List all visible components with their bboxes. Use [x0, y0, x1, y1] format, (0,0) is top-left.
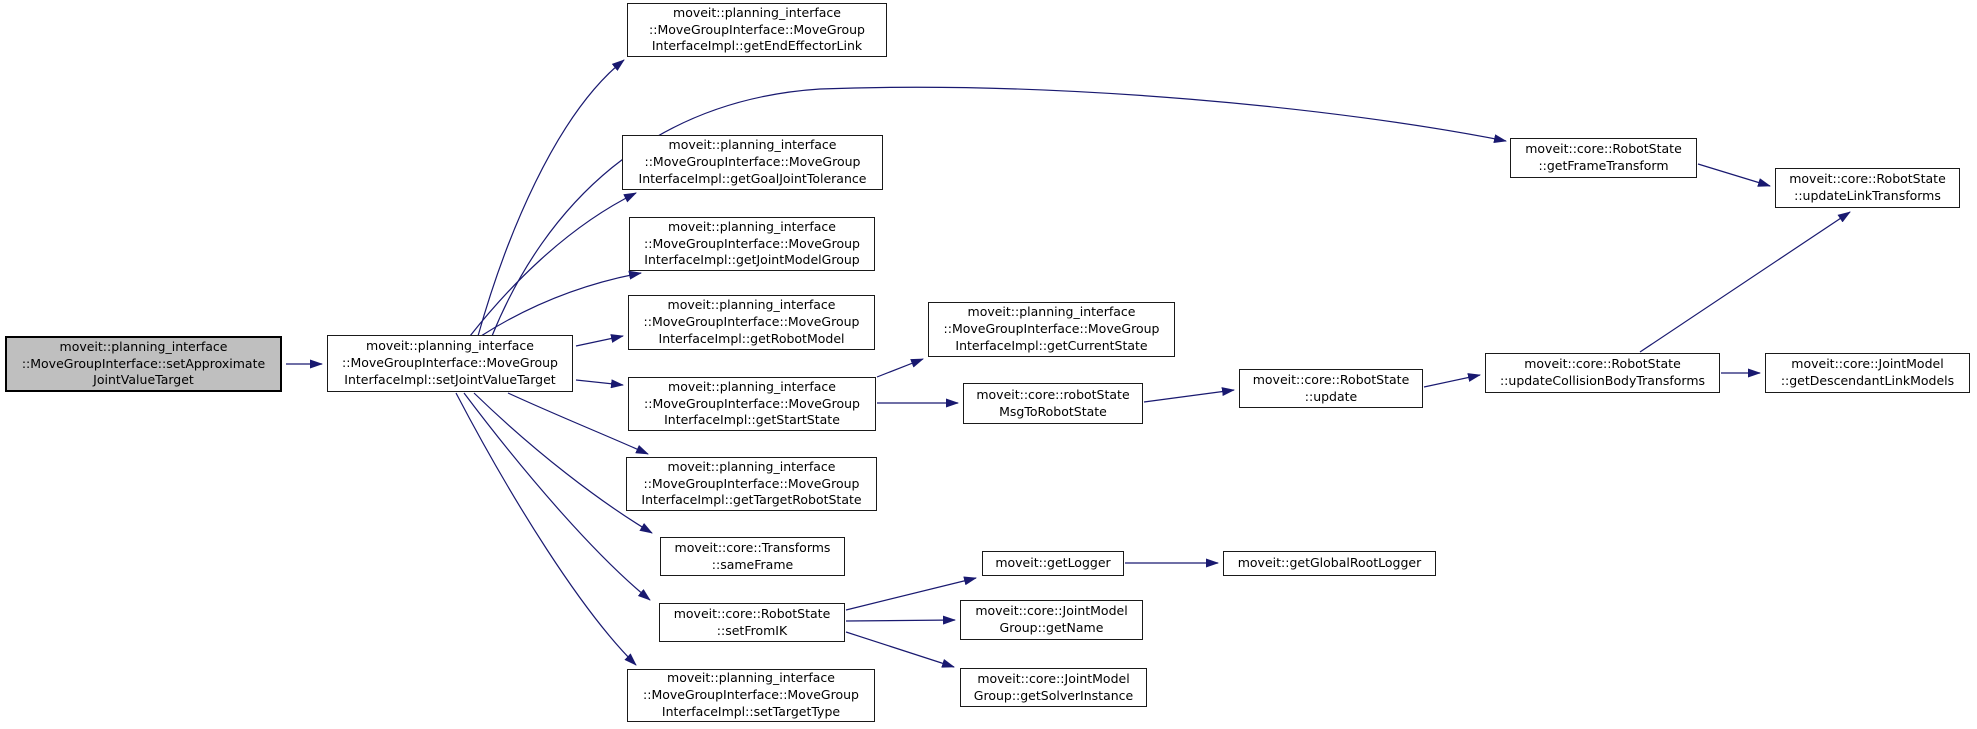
- edge-update-collision-body-transforms--update-link-transforms: [1639, 211, 1851, 353]
- edge-robot-state-update--update-collision-body-transforms: [1423, 373, 1481, 388]
- graph-node-set-approximate-joint-value-target: moveit::planning_interface ::MoveGroupIn…: [5, 336, 282, 392]
- node-label-set-approximate-joint-value-target: moveit::planning_interface ::MoveGroupIn…: [21, 338, 266, 388]
- edge-set-from-ik--joint-model-group-get-name: [845, 615, 956, 625]
- edge-robot-state-msg-to-robot-state--robot-state-update: [1143, 387, 1235, 403]
- node-label-get-descendant-link-models: moveit::core::JointModel ::getDescendant…: [1780, 356, 1955, 388]
- node-label-get-joint-model-group: moveit::planning_interface ::MoveGroupIn…: [644, 218, 860, 268]
- graph-node-robot-state-msg-to-robot-state[interactable]: moveit::core::robotState MsgToRobotState: [963, 383, 1143, 424]
- edge-set-joint-value-target--get-goal-joint-tolerance: [469, 192, 637, 337]
- graph-node-set-target-type[interactable]: moveit::planning_interface ::MoveGroupIn…: [627, 669, 875, 722]
- node-label-get-goal-joint-tolerance: moveit::planning_interface ::MoveGroupIn…: [638, 137, 867, 186]
- node-label-joint-model-group-get-name: moveit::core::JointModel Group::getName: [975, 603, 1128, 635]
- node-label-get-solver-instance: moveit::core::JointModel Group::getSolve…: [973, 670, 1134, 703]
- graph-node-joint-model-group-get-name[interactable]: moveit::core::JointModel Group::getName: [960, 600, 1143, 640]
- node-label-get-target-robot-state: moveit::planning_interface ::MoveGroupIn…: [641, 458, 862, 508]
- graph-node-get-descendant-link-models[interactable]: moveit::core::JointModel ::getDescendant…: [1765, 353, 1970, 393]
- edge-get-frame-transform--update-link-transforms: [1697, 163, 1771, 187]
- graph-node-get-target-robot-state[interactable]: moveit::planning_interface ::MoveGroupIn…: [626, 457, 877, 511]
- node-label-get-logger: moveit::getLogger: [995, 555, 1111, 571]
- node-label-robot-state-msg-to-robot-state: moveit::core::robotState MsgToRobotState: [976, 386, 1130, 419]
- graph-node-same-frame[interactable]: moveit::core::Transforms ::sameFrame: [660, 537, 845, 576]
- graph-node-get-goal-joint-tolerance[interactable]: moveit::planning_interface ::MoveGroupIn…: [622, 135, 883, 190]
- edge-set-joint-value-target--get-start-state: [575, 379, 624, 389]
- edge-set-from-ik--get-solver-instance: [845, 631, 955, 668]
- graph-node-update-collision-body-transforms[interactable]: moveit::core::RobotState ::updateCollisi…: [1485, 353, 1720, 393]
- graph-node-get-solver-instance[interactable]: moveit::core::JointModel Group::getSolve…: [960, 668, 1147, 707]
- node-label-set-joint-value-target: moveit::planning_interface ::MoveGroupIn…: [342, 338, 558, 387]
- node-label-get-end-effector-link: moveit::planning_interface ::MoveGroupIn…: [649, 4, 865, 54]
- graph-node-get-current-state[interactable]: moveit::planning_interface ::MoveGroupIn…: [928, 302, 1175, 357]
- node-label-get-global-root-logger: moveit::getGlobalRootLogger: [1237, 555, 1422, 571]
- node-label-get-current-state: moveit::planning_interface ::MoveGroupIn…: [943, 304, 1160, 353]
- graph-node-set-from-ik[interactable]: moveit::core::RobotState ::setFromIK: [659, 603, 845, 642]
- graph-node-update-link-transforms[interactable]: moveit::core::RobotState ::updateLinkTra…: [1775, 168, 1960, 208]
- node-label-get-start-state: moveit::planning_interface ::MoveGroupIn…: [644, 378, 860, 428]
- edge-set-joint-value-target--get-robot-model: [575, 334, 624, 347]
- graph-node-get-frame-transform[interactable]: moveit::core::RobotState ::getFrameTrans…: [1510, 138, 1697, 178]
- graph-node-get-joint-model-group[interactable]: moveit::planning_interface ::MoveGroupIn…: [629, 217, 875, 271]
- node-label-update-link-transforms: moveit::core::RobotState ::updateLinkTra…: [1789, 171, 1946, 203]
- edge-set-from-ik--get-logger: [845, 576, 977, 611]
- graph-node-robot-state-update[interactable]: moveit::core::RobotState ::update: [1239, 369, 1423, 408]
- graph-node-get-logger[interactable]: moveit::getLogger: [982, 551, 1124, 576]
- node-label-update-collision-body-transforms: moveit::core::RobotState ::updateCollisi…: [1499, 356, 1706, 388]
- graph-node-get-end-effector-link[interactable]: moveit::planning_interface ::MoveGroupIn…: [627, 3, 887, 57]
- node-label-robot-state-update: moveit::core::RobotState ::update: [1252, 371, 1410, 404]
- graph-node-set-joint-value-target[interactable]: moveit::planning_interface ::MoveGroupIn…: [327, 335, 573, 392]
- node-label-set-from-ik: moveit::core::RobotState ::setFromIK: [673, 605, 831, 638]
- node-label-same-frame: moveit::core::Transforms ::sameFrame: [674, 539, 831, 572]
- graph-node-get-robot-model[interactable]: moveit::planning_interface ::MoveGroupIn…: [628, 295, 875, 350]
- edge-set-joint-value-target--get-joint-model-group: [480, 270, 642, 337]
- edge-set-joint-value-target--set-from-ik: [463, 392, 651, 601]
- node-label-get-robot-model: moveit::planning_interface ::MoveGroupIn…: [643, 297, 860, 346]
- edge-set-joint-value-target--set-target-type: [455, 392, 637, 666]
- edge-get-start-state--get-current-state: [876, 358, 924, 378]
- node-label-get-frame-transform: moveit::core::RobotState ::getFrameTrans…: [1525, 141, 1682, 173]
- graph-node-get-global-root-logger[interactable]: moveit::getGlobalRootLogger: [1223, 551, 1436, 576]
- node-label-set-target-type: moveit::planning_interface ::MoveGroupIn…: [643, 670, 859, 719]
- edge-set-joint-value-target--get-frame-transform: [491, 86, 1507, 337]
- graph-node-get-start-state[interactable]: moveit::planning_interface ::MoveGroupIn…: [628, 377, 876, 431]
- edge-set-joint-value-target--same-frame: [473, 392, 653, 534]
- edge-set-joint-value-target--get-end-effector-link: [477, 59, 625, 337]
- edge-set-joint-value-target--get-target-robot-state: [507, 392, 649, 455]
